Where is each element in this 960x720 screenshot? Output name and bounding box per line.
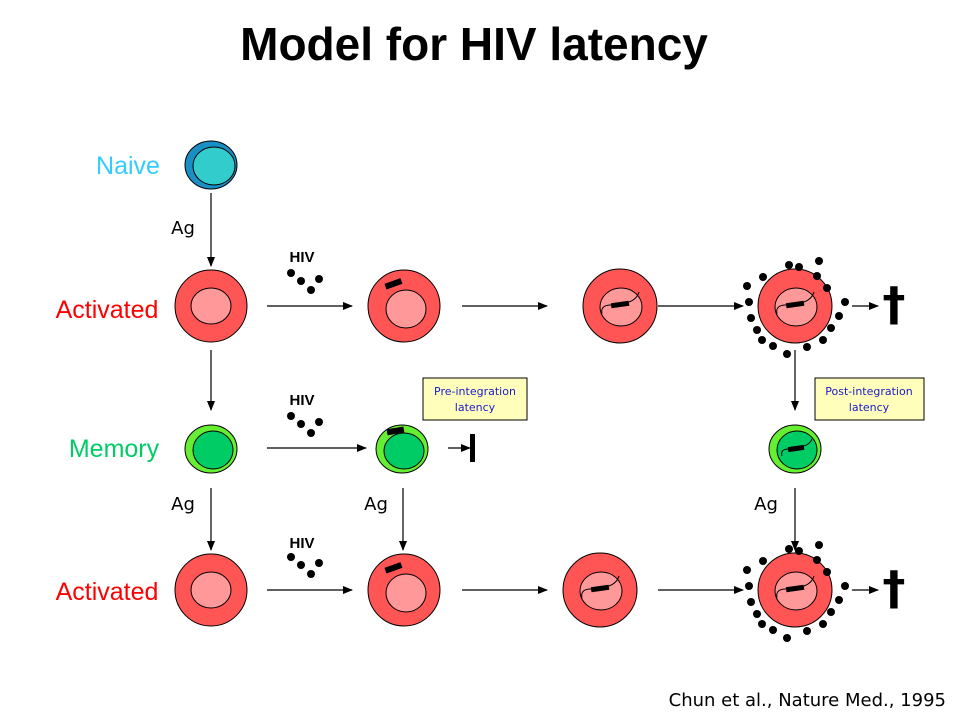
activated-cell-uninfected (174, 269, 248, 343)
virion (758, 620, 766, 628)
hiv-infection-top: HIV (287, 249, 323, 294)
virion (823, 284, 831, 292)
virion (297, 277, 305, 285)
activated-cell-uninfected (174, 553, 248, 627)
virion (297, 561, 305, 569)
provirus-icon (590, 584, 610, 593)
budding-virions (743, 541, 849, 642)
virion (835, 596, 843, 604)
virion (841, 582, 849, 590)
virion (759, 273, 767, 281)
virion (783, 350, 791, 358)
virion (307, 286, 315, 294)
row-label-memory: Memory (69, 435, 160, 463)
host-dna-icon (601, 304, 612, 315)
virion (803, 343, 811, 351)
viral-rna-icon (384, 562, 403, 574)
block-bar-icon (470, 434, 475, 462)
memory-cell-postintegration-latent (768, 424, 822, 474)
hiv-label: HIV (289, 249, 314, 266)
virion (743, 282, 751, 290)
provirus-icon (610, 300, 630, 309)
virion (769, 342, 777, 350)
hiv-infection-bottom: HIV (287, 535, 323, 578)
provirus-icon (787, 444, 805, 453)
viral-rna-icon (386, 426, 405, 436)
virion (287, 269, 295, 277)
virion (783, 634, 791, 642)
row-label-activated-top: Activated (56, 296, 159, 324)
ag-label: Ag (171, 494, 195, 515)
virion (813, 556, 821, 564)
virion (785, 261, 793, 269)
virion (315, 418, 323, 426)
virion (747, 314, 755, 322)
virion (743, 566, 751, 574)
activated-cell-integrated (582, 268, 658, 344)
virion (753, 610, 761, 618)
budding-virions (743, 257, 849, 358)
memory-cell-uninfected (184, 424, 238, 474)
virion (813, 272, 821, 280)
virion (819, 336, 827, 344)
virion (315, 275, 323, 283)
virion (841, 298, 849, 306)
ag-label: Ag (364, 494, 388, 515)
virion (769, 626, 777, 634)
virion (315, 559, 323, 567)
row-label-naive: Naive (96, 152, 160, 180)
virion (795, 547, 803, 555)
virion (745, 298, 753, 306)
virion (297, 420, 305, 428)
ag-label: Ag (171, 218, 195, 239)
row-label-activated-bottom: Activated (56, 578, 159, 606)
svg-text:Pre-integration: Pre-integration (434, 385, 516, 398)
virion (819, 620, 827, 628)
cell-death-icon: † (883, 561, 906, 615)
note-pre-integration-latency: Pre-integration latency (422, 377, 528, 421)
virion (747, 598, 755, 606)
note-post-integration-latency: Post-integration latency (814, 377, 925, 421)
activated-cell-integrated (562, 552, 638, 628)
virion (835, 312, 843, 320)
virion (827, 324, 835, 332)
hiv-label: HIV (289, 392, 314, 409)
virion (803, 627, 811, 635)
virion (745, 582, 753, 590)
svg-text:latency: latency (849, 401, 890, 414)
activated-cell-virus-entry (367, 269, 441, 343)
ag-label: Ag (754, 494, 778, 515)
citation: Chun et al., Nature Med., 1995 (669, 690, 946, 711)
virion (758, 336, 766, 344)
svg-text:latency: latency (455, 401, 496, 414)
virion (753, 326, 761, 334)
cell-death-icon: † (883, 277, 906, 331)
memory-cell-preintegration-latent (375, 424, 429, 474)
hiv-infection-middle: HIV (287, 392, 323, 437)
provirus-icon (785, 584, 805, 593)
virion (287, 412, 295, 420)
hiv-label: HIV (289, 535, 314, 552)
activated-cell-virus-producing (743, 257, 849, 358)
virion (827, 608, 835, 616)
svg-text:Post-integration: Post-integration (825, 385, 912, 398)
virion (307, 429, 315, 437)
provirus-icon (785, 300, 805, 309)
virion (307, 570, 315, 578)
virion (823, 568, 831, 576)
virion (287, 553, 295, 561)
viral-rna-icon (384, 278, 403, 290)
virion (759, 557, 767, 565)
virion (815, 541, 823, 549)
activated-cell-virus-producing (743, 541, 849, 642)
virion (785, 545, 793, 553)
activated-cell-virus-entry (367, 553, 441, 627)
naive-cell (184, 140, 238, 190)
slide-title: Model for HIV latency (240, 18, 708, 70)
virion (815, 257, 823, 265)
virion (795, 263, 803, 271)
